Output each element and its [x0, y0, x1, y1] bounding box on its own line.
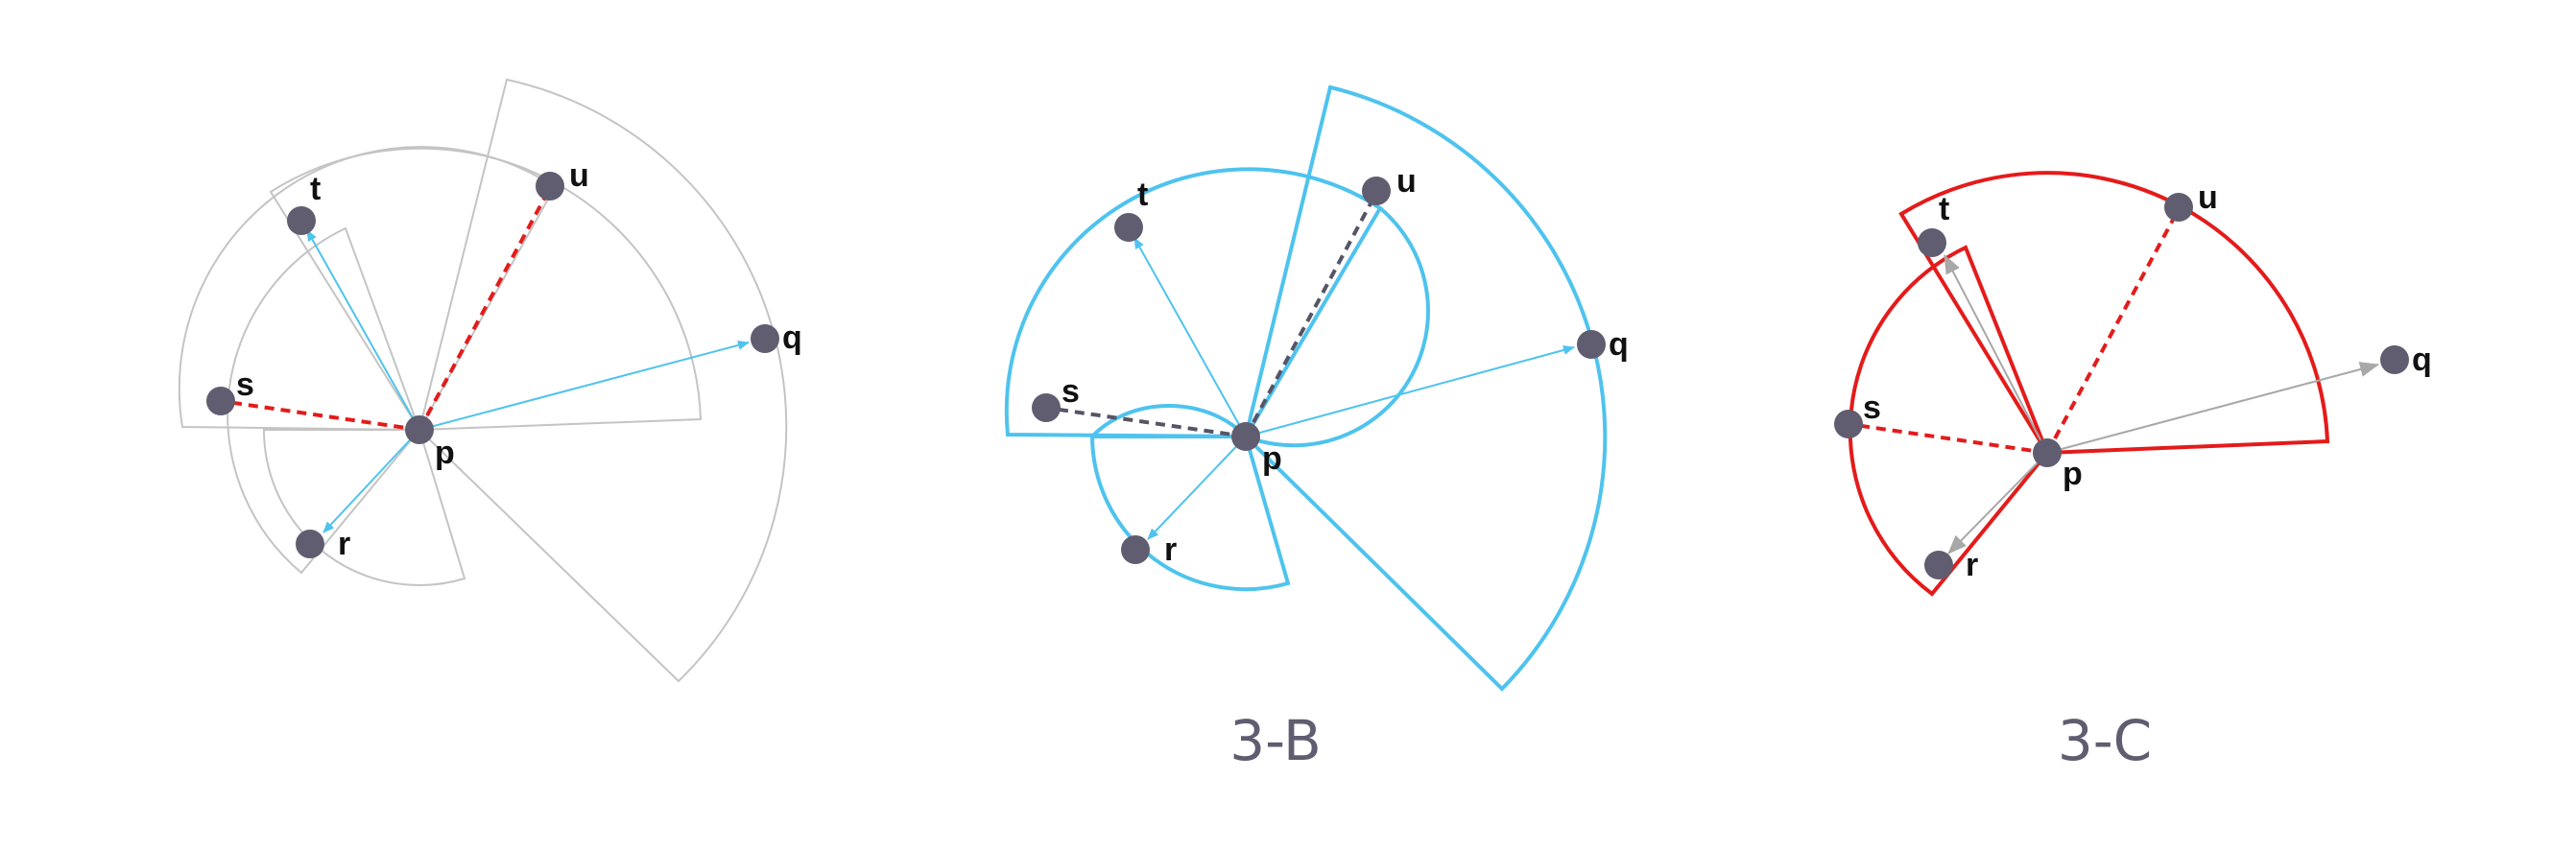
- panel-3-dashed-p-s: [1848, 422, 2048, 455]
- panel-1-label-s: s: [236, 366, 254, 403]
- panel-2-node-s: [1032, 393, 1061, 422]
- panel-2-lobe-s: [1090, 404, 1248, 438]
- panel-3-label-t: t: [1939, 191, 1949, 227]
- panel-2-lobe-u: [1245, 206, 1430, 448]
- panel-3-label-r: r: [1966, 547, 1978, 583]
- panel-3-caption: 3-C: [2058, 708, 2152, 773]
- panel-2-dashed-links: [1045, 192, 1378, 438]
- panel-1: p q r s t u: [178, 78, 802, 683]
- panel-3-nodes: [1834, 193, 2409, 579]
- panel-2-arrow-p-q: [1245, 345, 1575, 437]
- panel-2-label-s: s: [1061, 373, 1080, 410]
- panel-1-arrow-p-q: [418, 340, 750, 431]
- panel-3-dashed-p-u: [2045, 208, 2181, 454]
- panel-1-node-q: [751, 324, 779, 353]
- panel-3-arrows: [1944, 254, 2379, 555]
- panel-3-sector-u: [1898, 171, 2330, 456]
- panel-3-label-u: u: [2198, 179, 2218, 216]
- panel-1-sector-r: [262, 429, 466, 586]
- panel-1-arrow-p-t: [306, 229, 420, 431]
- panel-1-sector-u: [269, 147, 703, 432]
- panel-3-label-p: p: [2063, 456, 2083, 492]
- panel-2-node-u: [1362, 177, 1391, 205]
- panel-3-node-p: [2033, 438, 2062, 467]
- panel-2-arrow-p-r: [1147, 436, 1247, 540]
- panel-3-label-s: s: [1863, 390, 1881, 426]
- panel-3-arrow-p-t: [1944, 254, 2048, 454]
- panel-2-small-lobes: [1090, 206, 1430, 448]
- panel-1-label-p: p: [435, 435, 455, 471]
- panel-2-sector-t: [1004, 167, 1383, 439]
- panel-3-arrow-p-q: [2046, 362, 2379, 454]
- panel-2-labels: p q r s t u: [1061, 163, 1629, 568]
- panel-1-arrow-p-r: [322, 429, 420, 533]
- panel-2-sector-r: [1089, 435, 1291, 592]
- panel-1-nodes: [206, 172, 779, 558]
- panel-2-label-u: u: [1396, 163, 1417, 200]
- panel-1-sectors: [178, 78, 788, 683]
- panel-1-sector-s: [227, 226, 421, 575]
- panel-3-node-t: [1918, 228, 1946, 257]
- panel-1-node-s: [206, 387, 235, 415]
- panel-1-dashed-links: [220, 187, 552, 432]
- panel-1-arrows: [306, 229, 750, 533]
- panel-1-label-t: t: [310, 171, 321, 207]
- panel-2-arrow-p-t: [1133, 237, 1247, 437]
- panel-1-dashed-p-s: [220, 399, 420, 432]
- panel-1-node-r: [296, 530, 324, 558]
- panel-1-label-q: q: [782, 319, 802, 356]
- panel-3-label-q: q: [2412, 342, 2432, 378]
- panel-1-node-t: [287, 206, 316, 235]
- panel-1-label-r: r: [338, 526, 350, 562]
- panel-2-nodes: [1032, 177, 1606, 564]
- panel-2-caption: 3-B: [1229, 708, 1322, 773]
- panel-3-dashed-links: [1848, 208, 2181, 455]
- panel-1-dashed-p-u: [417, 187, 552, 431]
- panel-2-node-t: [1114, 213, 1143, 242]
- panel-3-node-u: [2164, 193, 2193, 222]
- panel-1-node-p: [405, 415, 434, 444]
- panel-1-label-u: u: [569, 157, 589, 194]
- panel-3: p q r s t u 3-C: [1834, 171, 2432, 773]
- panel-3-node-q: [2380, 345, 2409, 374]
- panel-2-label-r: r: [1164, 531, 1177, 568]
- panel-3-arrow-p-r: [1947, 452, 2048, 555]
- panel-2-label-q: q: [1609, 326, 1629, 363]
- panel-1-sector-t: [178, 146, 557, 432]
- panel-2-dashed-p-s: [1045, 406, 1247, 438]
- panel-2-node-q: [1577, 330, 1606, 359]
- panel-2-arrows: [1133, 237, 1575, 540]
- panel-2-label-p: p: [1262, 440, 1282, 477]
- panel-3-node-s: [1834, 410, 1863, 438]
- panel-2-label-t: t: [1137, 177, 1148, 213]
- panel-1-labels: p q r s t u: [236, 157, 802, 562]
- panel-2-node-r: [1121, 535, 1150, 564]
- panel-1-node-u: [536, 172, 564, 201]
- panel-2-node-p: [1231, 422, 1260, 451]
- panel-3-node-r: [1924, 551, 1953, 579]
- panel-3-labels: p q r s t u: [1863, 179, 2432, 583]
- panel-2-dashed-p-u: [1244, 192, 1378, 437]
- panel-2-sectors: [1004, 84, 1608, 692]
- panel-2: p q r s t u 3-B: [1004, 84, 1629, 773]
